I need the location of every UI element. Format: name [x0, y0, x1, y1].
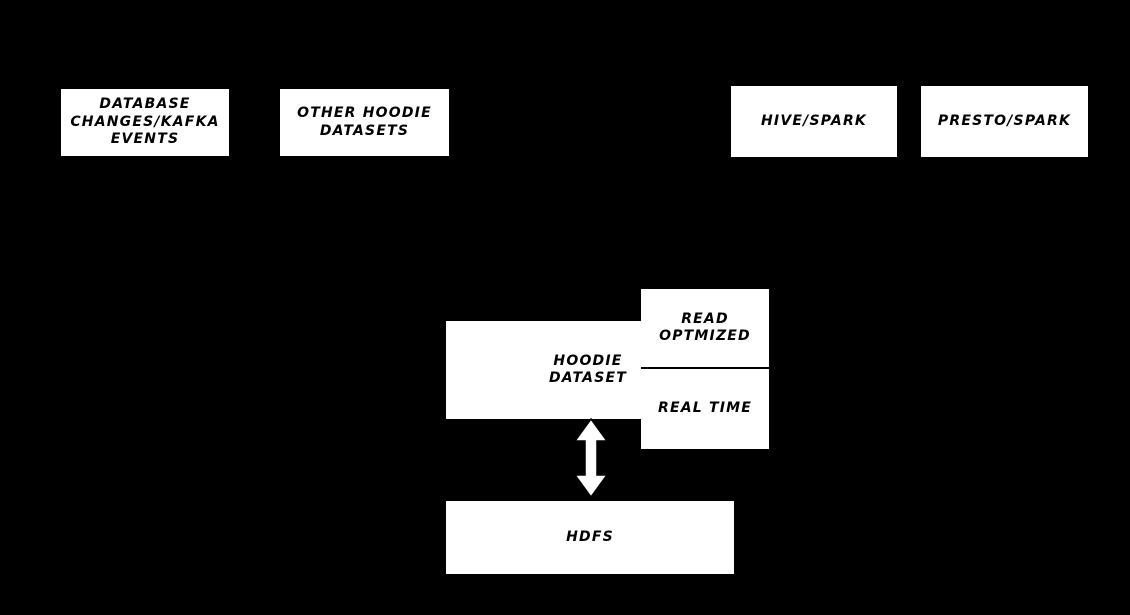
node-label: Hoodie Dataset	[548, 352, 627, 387]
node-label: Hive/Spark	[761, 112, 867, 129]
node-label: Database Changes/Kafka Events	[70, 96, 220, 148]
node-label: Presto/Spark	[937, 112, 1072, 129]
node-label: Read Optmized	[659, 310, 751, 345]
node-database-changes-kafka-events[interactable]: Database Changes/Kafka Events	[61, 89, 229, 156]
node-hoodie-dataset[interactable]: Hoodie Dataset	[446, 321, 641, 419]
node-read-optimized-view[interactable]: Read Optmized	[641, 289, 769, 369]
node-hdfs[interactable]: HDFS	[446, 501, 734, 574]
node-other-hoodie-datasets[interactable]: Other Hoodie Datasets	[280, 89, 449, 156]
node-label: Real Time	[657, 400, 753, 417]
node-hive-spark[interactable]: Hive/Spark	[731, 86, 897, 157]
node-real-time-view[interactable]: Real Time	[641, 369, 769, 449]
arrow-shape	[573, 417, 609, 499]
node-label: Other Hoodie Datasets	[297, 105, 432, 139]
node-label: HDFS	[566, 528, 614, 545]
node-presto-spark[interactable]: Presto/Spark	[921, 86, 1088, 157]
double-headed-arrow-icon	[573, 417, 609, 499]
